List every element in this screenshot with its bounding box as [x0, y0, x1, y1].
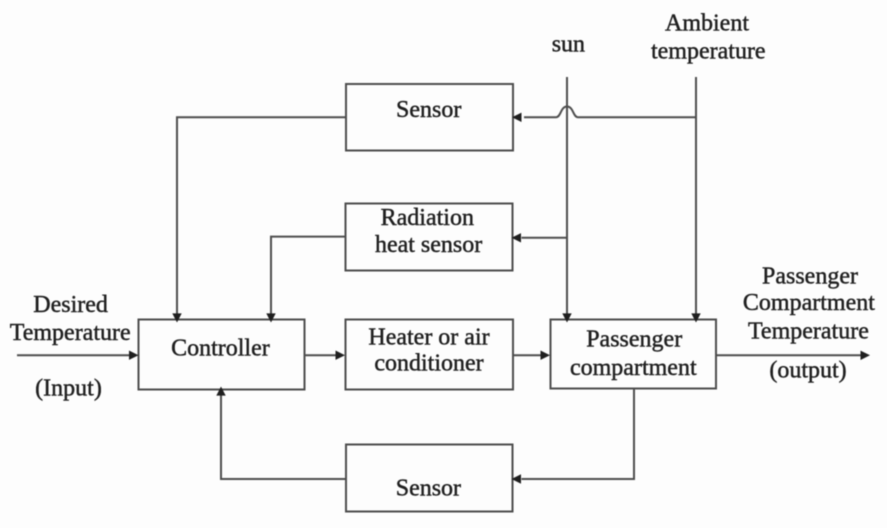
svg-text:Desired: Desired [33, 292, 108, 318]
svg-text:(Input): (Input) [35, 375, 102, 401]
svg-text:compartment: compartment [570, 355, 697, 381]
svg-text:Temperature: Temperature [10, 320, 131, 346]
svg-text:Passenger: Passenger [586, 327, 682, 353]
svg-text:Ambient: Ambient [665, 10, 749, 36]
svg-text:Heater or air: Heater or air [368, 325, 489, 351]
svg-text:Sensor: Sensor [396, 476, 461, 502]
svg-text:Compartment: Compartment [743, 290, 875, 316]
svg-text:conditioner: conditioner [374, 351, 483, 377]
svg-text:sun: sun [552, 32, 585, 58]
svg-text:Temperature: Temperature [748, 319, 869, 345]
svg-text:heat sensor: heat sensor [375, 232, 482, 258]
svg-text:(output): (output) [769, 358, 846, 384]
svg-text:Radiation: Radiation [381, 205, 474, 231]
svg-text:temperature: temperature [651, 39, 766, 65]
svg-text:Sensor: Sensor [396, 97, 461, 123]
svg-text:Passenger: Passenger [762, 264, 858, 290]
svg-text:Controller: Controller [171, 336, 270, 362]
